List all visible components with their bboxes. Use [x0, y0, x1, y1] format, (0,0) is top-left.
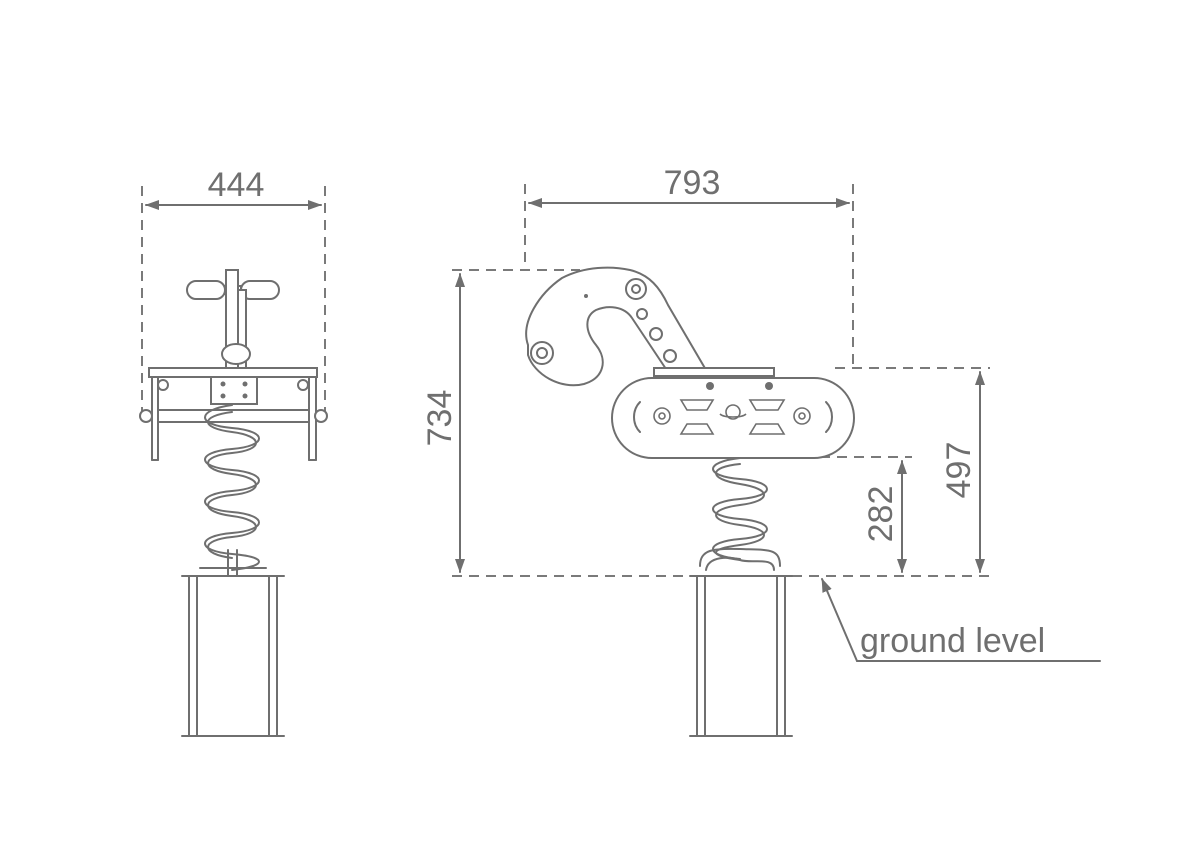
front-seat: [139, 367, 328, 461]
ground-level-label: ground level: [860, 622, 1045, 660]
ground-level-leader: [821, 578, 858, 662]
side-head: [525, 266, 708, 387]
side-spring: [699, 457, 781, 571]
ground-level-callout: ground level: [821, 578, 1101, 662]
spring-height-label: 282: [862, 486, 900, 543]
front-width-label: 444: [208, 166, 265, 204]
front-spring: [199, 404, 267, 581]
front-post: [181, 575, 285, 737]
front-view: 444: [139, 166, 328, 737]
total-height-label: 734: [421, 390, 459, 447]
front-handlebar: [186, 269, 280, 379]
seat-height-label: 497: [940, 442, 978, 499]
side-body: [611, 367, 855, 459]
side-length-label: 793: [664, 164, 721, 202]
side-view: 793 734 497 282: [421, 164, 1101, 737]
side-post: [689, 575, 793, 737]
